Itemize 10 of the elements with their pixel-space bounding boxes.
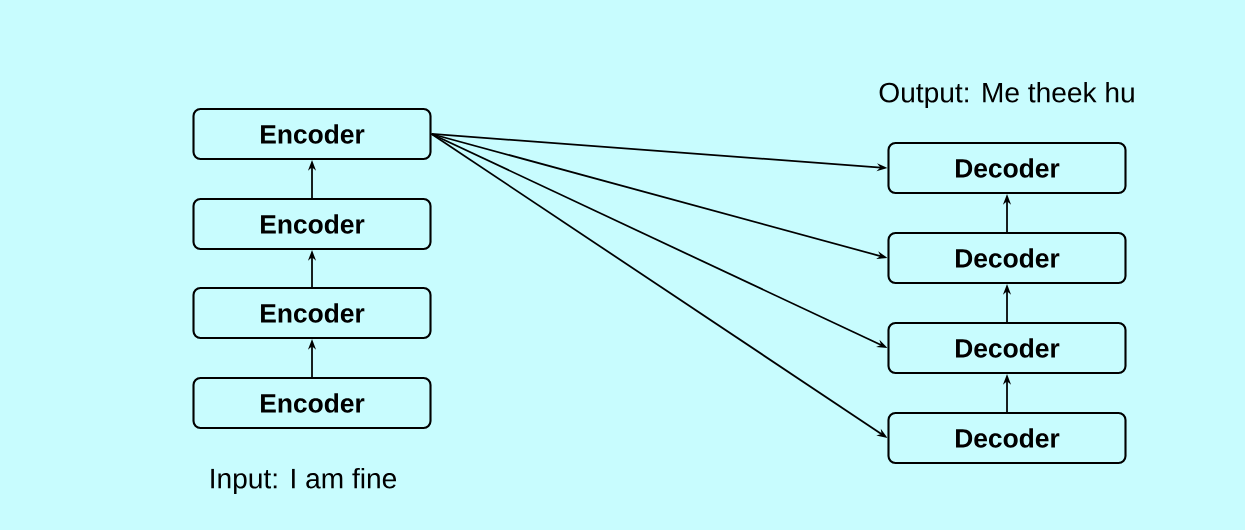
decoder-box: Decoder [887, 231, 1127, 285]
decoder-box: Decoder [887, 141, 1127, 195]
encoder-box: Encoder [192, 197, 432, 251]
encoder-box: Encoder [192, 376, 432, 430]
decoder-box: Decoder [887, 411, 1127, 465]
encoder-box: Encoder [192, 286, 432, 340]
io-label: Input: I am fine [211, 467, 397, 495]
io-label: Output: Me theek hu [879, 81, 1134, 109]
decoder-box: Decoder [887, 321, 1127, 375]
encoder-box: Encoder [192, 107, 432, 161]
